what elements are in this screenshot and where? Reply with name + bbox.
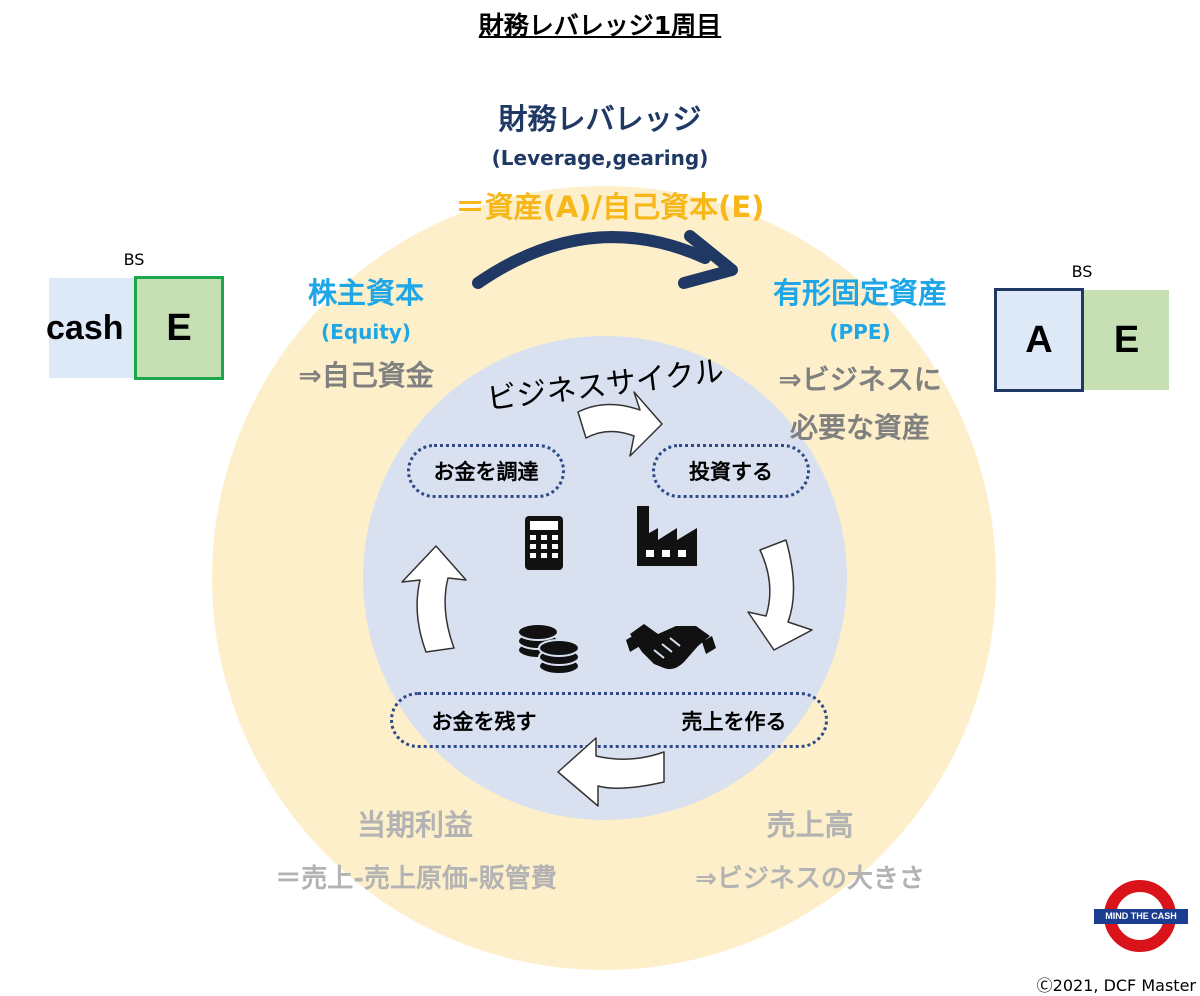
cycle-arrow-top <box>577 391 663 457</box>
bs-right-label: BS <box>1071 262 1093 281</box>
bs-left-equity-label: E <box>166 306 192 349</box>
leverage-heading: 財務レバレッジ <box>498 102 702 136</box>
bs-left-cash-box: cash <box>46 278 135 378</box>
handshake-icon <box>626 624 716 670</box>
raise-money-label: お金を調達 <box>433 460 539 484</box>
equity-heading: 株主資本 <box>307 276 424 310</box>
copyright: Ⓒ2021, DCF Master <box>1036 976 1196 995</box>
bs-right-equity-label: E <box>1113 318 1140 361</box>
cycle-arrow-bottom <box>557 737 665 807</box>
ppe-desc-1: ⇒ビジネスに <box>778 363 942 396</box>
leverage-arrow-curve <box>472 231 711 289</box>
bs-right-asset-label: A <box>1025 318 1053 361</box>
bottom-pill <box>390 692 828 748</box>
ppe-heading: 有形固定資産 <box>772 276 947 310</box>
factory-icon <box>637 506 697 566</box>
leverage-english: (Leverage,gearing) <box>491 146 709 170</box>
equity-english: (Equity) <box>321 320 411 344</box>
raise-money-pill <box>407 444 565 498</box>
keep-money-label: お金を残す <box>431 710 537 734</box>
coins-icon <box>517 623 580 675</box>
page-title: 財務レバレッジ1周目 <box>478 11 722 40</box>
sales-desc: ⇒ビジネスの大きさ <box>695 864 925 894</box>
sales-heading: 売上高 <box>766 808 854 842</box>
bs-left-label: BS <box>123 250 145 269</box>
leverage-arrow-head <box>678 230 738 289</box>
inner-circle <box>363 336 847 820</box>
invest-pill <box>652 444 810 498</box>
bs-left-cash-label: cash <box>46 308 124 347</box>
calculator-icon <box>525 516 563 570</box>
logo-bar <box>1094 909 1188 924</box>
make-sales-label: 売上を作る <box>681 710 787 734</box>
ppe-desc-2: 必要な資産 <box>789 411 930 444</box>
leverage-formula: ＝資産(A)/自己資本(E) <box>455 190 765 224</box>
bs-left-equity-box: E <box>134 276 224 380</box>
cycle-arrow-left <box>401 545 467 653</box>
net-income-heading: 当期利益 <box>356 808 473 842</box>
bs-right-equity-box: E <box>1084 290 1169 390</box>
invest-label: 投資する <box>689 460 773 484</box>
net-income-desc: ＝売上-売上原価-販管費 <box>275 864 557 894</box>
equity-desc: ⇒自己資金 <box>298 359 434 392</box>
logo-text: MIND THE CASH <box>1105 911 1177 921</box>
cycle-arrow-right <box>747 539 813 651</box>
bs-right-asset-box: A <box>994 288 1084 392</box>
ppe-english: (PPE) <box>829 320 891 344</box>
